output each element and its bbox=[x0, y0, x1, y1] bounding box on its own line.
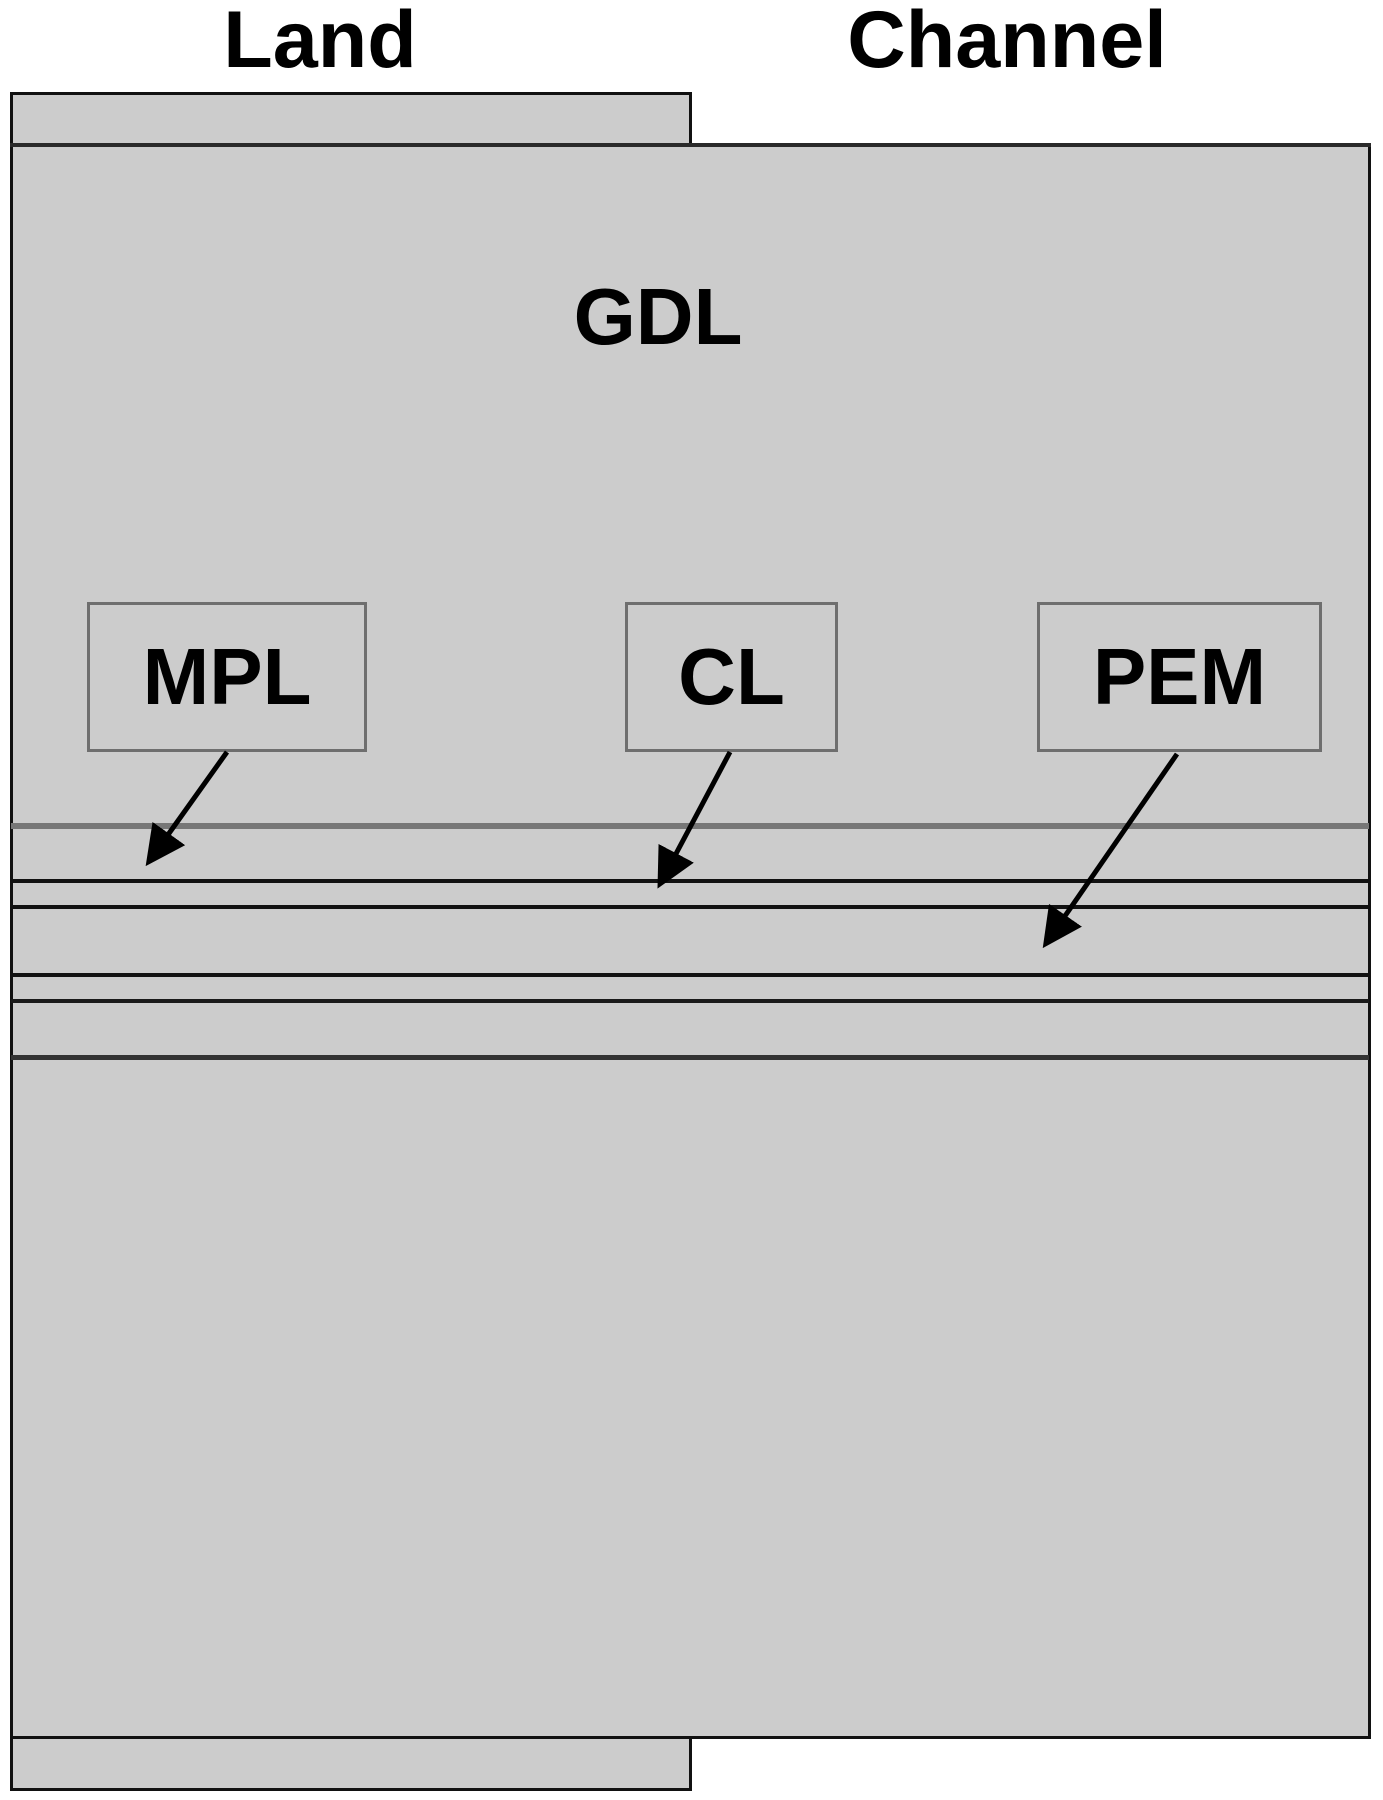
pem-callout-box: PEM bbox=[1037, 602, 1322, 752]
cl-pem-interface bbox=[11, 905, 1369, 909]
gdl-region bbox=[10, 144, 1371, 1739]
land-rib-bottom bbox=[10, 1736, 692, 1791]
land-rib-top bbox=[10, 92, 692, 147]
mpl-gdl-interface bbox=[11, 1055, 1369, 1060]
channel-label: Channel bbox=[847, 0, 1167, 85]
cl-label: CL bbox=[678, 632, 785, 721]
cl-mpl-interface bbox=[11, 999, 1369, 1003]
gdl-label: GDL bbox=[573, 272, 743, 361]
mpl-cl-interface bbox=[11, 879, 1369, 883]
cl-callout-box: CL bbox=[625, 602, 838, 752]
pem-label: PEM bbox=[1092, 632, 1267, 721]
mpl-label: MPL bbox=[142, 632, 312, 721]
gdl-mpl-interface bbox=[11, 823, 1369, 829]
gdl-bottom-edge bbox=[10, 1736, 1371, 1739]
land-label: Land bbox=[223, 0, 417, 85]
pem-cl-interface bbox=[11, 973, 1369, 977]
gdl-top-edge bbox=[10, 143, 1371, 147]
mpl-callout-box: MPL bbox=[87, 602, 367, 752]
